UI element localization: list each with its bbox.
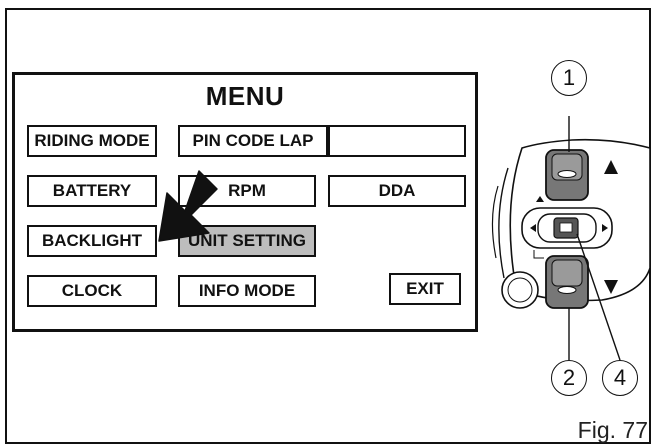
right-arrow-icon <box>602 224 608 232</box>
menu-item-clock[interactable]: CLOCK <box>27 275 157 307</box>
callout-4: 4 <box>602 360 638 396</box>
menu-item-battery[interactable]: BATTERY <box>27 175 157 207</box>
callout-2: 2 <box>551 360 587 396</box>
handlebar-switch-control <box>491 116 651 361</box>
small-triangle-icon <box>536 196 544 202</box>
triangle-down-icon <box>604 280 618 294</box>
left-arrow-icon <box>530 224 536 232</box>
menu-item-unit-setting[interactable]: UNIT SETTING <box>178 225 316 257</box>
menu-item-pin-code-lap[interactable]: PIN CODE LAP <box>178 125 328 157</box>
menu-item-info-mode[interactable]: INFO MODE <box>178 275 316 307</box>
menu-item-backlight[interactable]: BACKLIGHT <box>27 225 157 257</box>
figure-caption: Fig. 77 <box>577 417 648 443</box>
pointer-arrow-icon <box>158 170 218 242</box>
triangle-up-icon <box>604 160 618 174</box>
menu-item-empty[interactable] <box>328 125 466 157</box>
menu-title: MENU <box>205 81 285 111</box>
menu-item-exit[interactable]: EXIT <box>389 273 461 305</box>
menu-item-dda[interactable]: DDA <box>328 175 466 207</box>
menu-item-riding-mode[interactable]: RIDING MODE <box>27 125 157 157</box>
dashboard-menu-screen: MENU RIDING MODE PIN CODE LAP BATTERY RP… <box>12 72 478 332</box>
callout-1: 1 <box>551 60 587 96</box>
